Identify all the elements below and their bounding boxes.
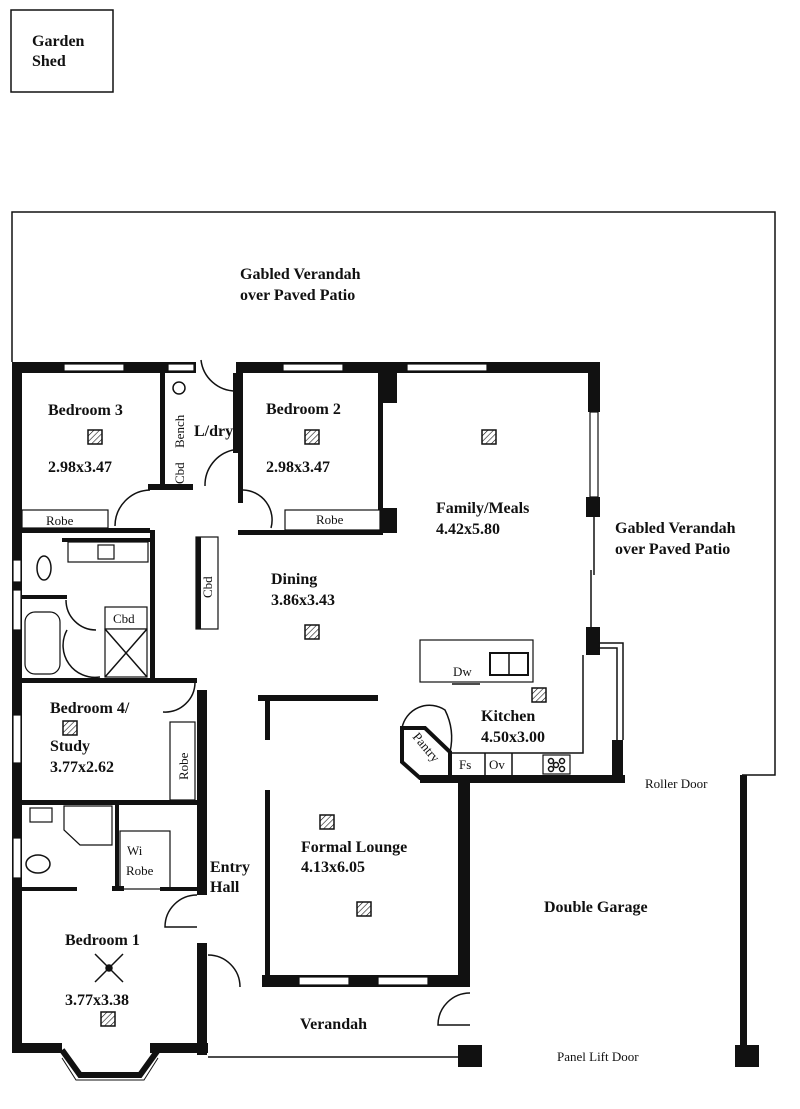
room-lounge-size: 4.13x6.05 xyxy=(301,859,365,876)
garden-shed-label-2: Shed xyxy=(32,53,66,70)
vent-icon xyxy=(531,687,547,703)
fridge-space-label: Fs xyxy=(459,757,471,772)
room-dining-size: 3.86x3.43 xyxy=(271,592,335,609)
room-kitchen-name: Kitchen xyxy=(481,708,535,725)
room-lounge-name: Formal Lounge xyxy=(301,839,407,856)
room-verandah-name: Verandah xyxy=(300,1016,367,1033)
roller-door-label: Roller Door xyxy=(645,776,708,791)
room-kitchen-size: 4.50x3.00 xyxy=(481,729,545,746)
room-entry-name: Entry xyxy=(210,859,250,876)
room-study-name: Study xyxy=(50,738,90,755)
bench-label: Bench xyxy=(172,414,187,448)
cbd-bath-label: Cbd xyxy=(113,611,135,626)
cooktop-icon xyxy=(547,757,566,773)
door-swings xyxy=(62,359,471,1026)
room-bedroom4-size: 3.77x2.62 xyxy=(50,759,114,776)
vent-icon xyxy=(100,1011,116,1027)
verandah-right-label-1: Gabled Verandah xyxy=(615,520,736,537)
verandah-top-label-2: over Paved Patio xyxy=(240,287,355,304)
garden-shed-label-1: Garden xyxy=(32,33,85,50)
room-garage-name: Double Garage xyxy=(544,899,648,916)
room-dining-name: Dining xyxy=(271,571,317,588)
vent-icon xyxy=(304,624,320,640)
vent-icon xyxy=(481,429,497,445)
robe-bedroom2-label: Robe xyxy=(316,512,344,527)
oven-label: Ov xyxy=(489,757,505,772)
vent-icon xyxy=(319,814,335,830)
vent-icon xyxy=(62,720,78,736)
room-bedroom4-name: Bedroom 4/ xyxy=(50,700,130,717)
pantry-label: Pantry xyxy=(410,729,444,765)
verandah-top-label-1: Gabled Verandah xyxy=(240,266,361,283)
verandah-right-label-2: over Paved Patio xyxy=(615,541,730,558)
verandah-outline xyxy=(11,211,776,776)
dishwasher-label: Dw xyxy=(453,664,472,679)
room-family-name: Family/Meals xyxy=(436,500,529,517)
room-bedroom1-name: Bedroom 1 xyxy=(65,932,140,949)
interior-walls xyxy=(21,373,759,1067)
vent-icon xyxy=(356,901,372,917)
cbd-laundry-label: Cbd xyxy=(172,462,187,484)
cbd-hall-label: Cbd xyxy=(200,576,215,598)
outer-walls xyxy=(12,360,600,1081)
room-bedroom2-name: Bedroom 2 xyxy=(266,401,341,418)
room-bedroom3-size: 2.98x3.47 xyxy=(48,459,112,476)
room-hall-name: Hall xyxy=(210,879,240,896)
ceiling-fan-icon xyxy=(94,953,124,983)
garden-shed xyxy=(10,9,114,93)
vent-icon xyxy=(87,429,103,445)
panel-lift-door-label: Panel Lift Door xyxy=(557,1049,639,1064)
room-bedroom3-name: Bedroom 3 xyxy=(48,402,123,419)
room-laundry-name: L/dry xyxy=(194,423,233,440)
room-family-size: 4.42x5.80 xyxy=(436,521,500,538)
room-bedroom1-size: 3.77x3.38 xyxy=(65,992,129,1009)
robe-bedroom3-label: Robe xyxy=(46,513,74,528)
vent-icon xyxy=(304,429,320,445)
walk-in-label: Wi xyxy=(127,843,143,858)
walk-in-robe-label: Robe xyxy=(126,863,154,878)
robe-bedroom4-label: Robe xyxy=(176,752,191,780)
room-bedroom2-size: 2.98x3.47 xyxy=(266,459,330,476)
